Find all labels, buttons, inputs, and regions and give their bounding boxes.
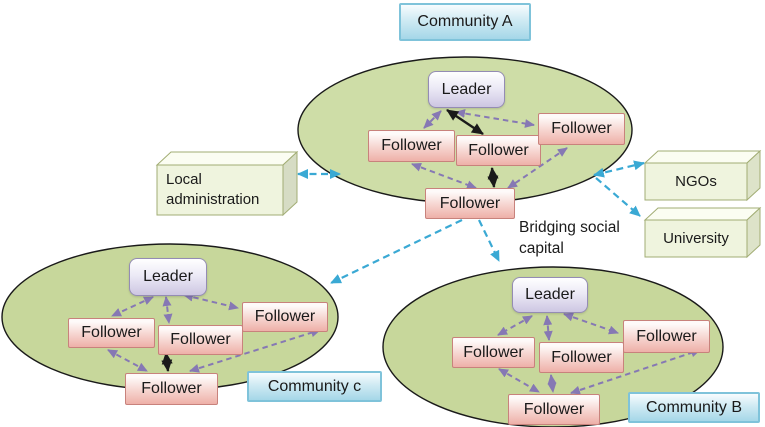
local-administration-box xyxy=(155,150,299,217)
annotation-line2: capital xyxy=(519,239,564,257)
ngos-box-top xyxy=(643,150,762,164)
follower-label: Follower xyxy=(141,380,202,397)
bonding-arrow-leader-follower xyxy=(423,110,442,129)
strong-tie-arrow-follower-follower xyxy=(487,167,499,188)
bridging-arrows xyxy=(297,160,645,284)
annotation-line1: Bridging social xyxy=(519,219,620,236)
community-b-follower-right-node: Follower xyxy=(623,320,710,353)
bonding-arrow-follower-follower xyxy=(189,328,321,373)
community-b-follower-middle-node: Follower xyxy=(539,342,624,373)
strong-tie-arrow-leader-follower xyxy=(446,109,484,135)
bonding-arrow-leader-follower xyxy=(497,315,533,336)
community-a-follower-middle-node: Follower xyxy=(456,135,541,166)
bonding-arrow-follower-follower xyxy=(507,147,568,189)
bridging-arrow-communitya-ngos xyxy=(593,160,645,178)
leader-label: Leader xyxy=(525,286,575,303)
follower-label: Follower xyxy=(636,327,697,345)
follower-label: Follower xyxy=(170,331,231,348)
bridging-arrow-communitya-university xyxy=(595,177,641,217)
follower-label: Follower xyxy=(551,120,612,137)
follower-label: Follower xyxy=(463,343,524,361)
follower-label: Follower xyxy=(468,141,529,159)
bonding-arrow-leader-follower xyxy=(563,312,619,335)
community-c-follower-right-node: Follower xyxy=(242,302,328,332)
ngos-box-front xyxy=(644,162,748,201)
community-c-leader-node: Leader xyxy=(129,258,207,296)
community-b-leader-node: Leader xyxy=(512,277,588,313)
community-c-follower-middle-node: Follower xyxy=(158,325,243,355)
bonding-arrow-follower-follower xyxy=(411,162,477,190)
community-b-label-text: Community B xyxy=(645,398,743,416)
community-c-follower-left-node: Follower xyxy=(68,318,155,348)
university-box-front xyxy=(644,219,748,258)
ngos-label: NGOs xyxy=(645,163,747,200)
bonding-arrow-follower-follower xyxy=(498,368,540,393)
community-c-label: Community c xyxy=(247,371,382,402)
follower-label: Follower xyxy=(254,308,316,325)
bonding-arrow-leader-follower xyxy=(543,315,553,341)
local-administration-label: Local administration xyxy=(166,170,278,209)
follower-label: Follower xyxy=(439,194,501,212)
bonding-arrow-follower-follower xyxy=(547,374,557,393)
bonding-arrow-follower-follower xyxy=(107,349,148,372)
bridging-arrow-communitya-communityb xyxy=(478,219,500,262)
bonding-arrows-community-b xyxy=(497,312,701,395)
ngos-box xyxy=(643,149,762,202)
community-b-follower-bottom-node: Follower xyxy=(508,394,600,425)
follower-label: Follower xyxy=(81,324,142,341)
strong-tie-arrow-follower-follower xyxy=(161,352,173,372)
community-c-follower-bottom-node: Follower xyxy=(125,373,218,405)
local-administration-line2: administration xyxy=(166,190,260,208)
leader-label: Leader xyxy=(441,80,492,98)
community-a-leader-node: Leader xyxy=(428,71,505,108)
university-box xyxy=(643,206,762,259)
community-a-follower-left-node: Follower xyxy=(368,130,455,162)
community-b-follower-left-node: Follower xyxy=(452,337,535,368)
bridging-arrow-communitya-communityc xyxy=(330,219,463,284)
follower-label: Follower xyxy=(381,137,442,154)
community-a-follower-bottom-node: Follower xyxy=(425,188,515,219)
local-administration-box-front xyxy=(156,164,284,216)
university-box-top xyxy=(643,207,762,221)
community-a-label-text: Community A xyxy=(417,13,513,30)
bonding-arrows-community-c xyxy=(107,292,321,373)
leader-label: Leader xyxy=(143,268,193,285)
bonding-arrow-follower-follower xyxy=(570,348,701,395)
bonding-arrow-leader-follower xyxy=(162,296,173,324)
strong-tie-arrows xyxy=(161,109,499,372)
university-label-text: University xyxy=(663,229,729,247)
community-b-label: Community B xyxy=(628,392,760,423)
local-administration-line1: Local xyxy=(166,171,202,188)
ngos-label-text: NGOs xyxy=(675,172,717,190)
community-a-follower-right-node: Follower xyxy=(538,113,625,145)
community-c-label-text: Community c xyxy=(267,377,362,395)
community-a-label: Community A xyxy=(399,3,531,41)
follower-label: Follower xyxy=(551,348,612,366)
university-label: University xyxy=(645,220,747,257)
bridging-social-capital-annotation: Bridging social capital xyxy=(519,218,639,260)
local-administration-box-top xyxy=(155,151,299,166)
bonding-arrow-leader-follower xyxy=(111,296,154,317)
follower-label: Follower xyxy=(523,400,585,418)
